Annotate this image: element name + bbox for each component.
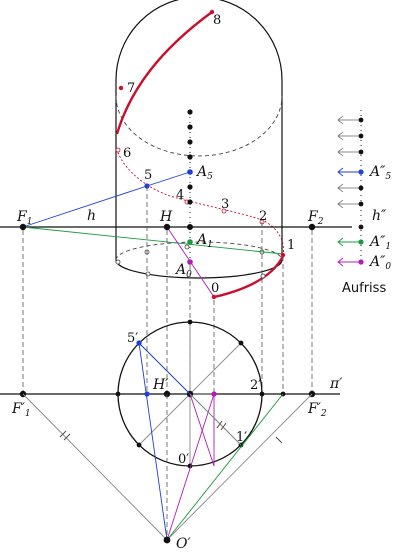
label-5-prime: 5′ <box>127 331 138 346</box>
projection-lines <box>22 186 313 393</box>
label-4: 4 <box>176 188 184 203</box>
line-F1-to-1 <box>22 226 284 255</box>
label-H: H <box>159 209 173 225</box>
line-F1-to-5 <box>22 185 148 228</box>
label-2: 2 <box>259 209 267 224</box>
line-5-to-A5 <box>146 171 191 187</box>
cylinder-outline <box>115 0 283 260</box>
helix-visible-front <box>213 255 285 299</box>
label-H-prime: H′ <box>152 377 169 393</box>
point-O-prime <box>163 536 171 544</box>
axis-points <box>187 109 193 230</box>
top-view <box>0 319 340 469</box>
label-A5: A5 <box>195 164 213 182</box>
point-F1 <box>19 223 27 231</box>
label-pi-prime: π′ <box>329 376 343 392</box>
helix-visible-upper <box>115 11 213 135</box>
label-F1-prime: F′1 <box>11 401 31 419</box>
label-A0: A0 <box>174 262 192 280</box>
legend-A5pp: A″5 <box>368 164 391 182</box>
label-2-prime: 2′ <box>250 378 261 393</box>
legend-A0pp: A″0 <box>368 254 391 272</box>
helix-hidden-back <box>116 149 284 257</box>
legend-aufriss: Aufriss <box>342 281 386 296</box>
point-1-red <box>280 252 286 258</box>
lines-to-O-prime <box>22 342 313 541</box>
point-A1 <box>187 239 193 245</box>
point-H <box>163 223 171 231</box>
cylinder-bottom-ellipse-back <box>115 241 283 261</box>
aufriss-legend: A″5 h″ A″1 A″0 Aufriss <box>337 110 391 296</box>
point-F2 <box>308 223 316 231</box>
label-A1: A1 <box>195 232 213 250</box>
cylinder-upper-ellipse-back <box>115 95 283 157</box>
label-O-prime: O′ <box>176 536 191 552</box>
legend-A1pp: A″1 <box>368 234 391 252</box>
point-0-red <box>211 294 217 300</box>
label-5: 5 <box>144 168 152 183</box>
top-point-5 <box>144 391 150 397</box>
label-1: 1 <box>287 238 295 253</box>
label-h: h <box>87 208 96 224</box>
label-F1: F1 <box>16 209 32 227</box>
point-8-red <box>209 9 215 15</box>
label-1-prime: 1′ <box>236 430 247 445</box>
point-A5 <box>187 169 193 175</box>
point-A0 <box>187 259 193 265</box>
legend-h2: h″ <box>372 208 387 224</box>
label-0: 0 <box>211 281 219 296</box>
label-6: 6 <box>123 146 131 161</box>
helix-curve <box>115 11 285 299</box>
label-F2-prime: F′2 <box>307 401 327 419</box>
label-7: 7 <box>127 81 135 96</box>
point-7-red <box>118 85 124 91</box>
label-3: 3 <box>221 197 229 212</box>
label-8: 8 <box>213 13 221 28</box>
label-F2: F2 <box>307 209 324 227</box>
label-0-prime: 0′ <box>178 452 189 467</box>
parallel-marks <box>59 420 283 444</box>
